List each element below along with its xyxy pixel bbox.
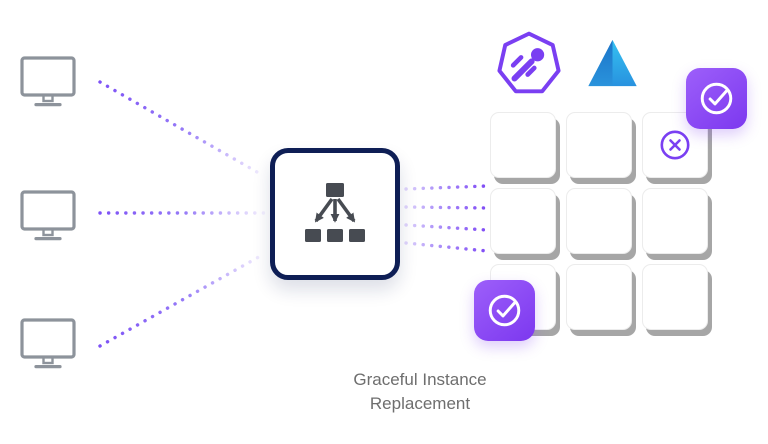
instance-cell [642,188,708,254]
instance-cell [490,188,556,254]
load-balancer-icon [305,183,365,242]
diagram-caption: Graceful Instance Replacement [320,368,520,416]
azure-logo-icon [588,39,637,87]
monitor-icon [20,56,76,107]
x-circle-icon [660,130,690,160]
load-balancer-box [270,148,400,280]
instance-cell [566,112,632,178]
check-circle-icon [700,82,733,115]
instance-connection-line [404,184,489,191]
instance-connection-line [404,205,489,210]
caption-line-2: Replacement [369,394,471,413]
caption-line-1: Graceful Instance [353,370,487,389]
client-connection-line [98,80,266,178]
client-connection-line [98,252,266,348]
instance-connection-line [404,223,489,232]
instance-connection-line [404,241,489,253]
monitor-icon [20,190,76,241]
check-badge [474,280,535,341]
check-circle-icon [488,294,521,327]
instance-cell [566,188,632,254]
monitor-icon [20,318,76,369]
check-badge [686,68,747,129]
instance-cell [490,112,556,178]
instance-cell [642,264,708,330]
instance-cell [566,264,632,330]
comet-heptagon-logo-icon [497,31,561,94]
